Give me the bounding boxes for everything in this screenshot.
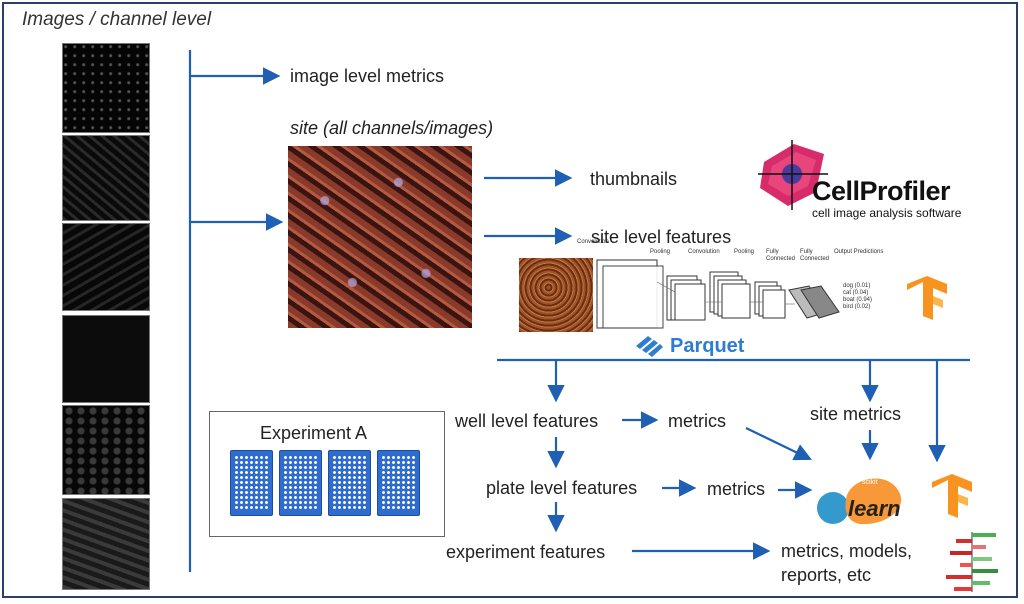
channel-image-3 — [62, 223, 150, 311]
outputs-line-1: metrics, models, — [781, 541, 913, 561]
channel-image-2 — [62, 135, 150, 221]
site-metrics-label: site metrics — [810, 404, 902, 424]
image-level-metrics-label: image level metrics — [290, 66, 445, 86]
plate-icon — [230, 450, 273, 516]
channel-image-5 — [62, 405, 150, 495]
channel-image-6 — [62, 498, 150, 590]
bar-chart-icon — [946, 532, 998, 592]
scikit-learn-logo-icon — [817, 478, 902, 525]
site-level-features-label: site level features — [591, 227, 732, 247]
parquet-logo-icon — [636, 336, 663, 357]
well-metrics-label: metrics — [668, 411, 726, 431]
plate-icon — [328, 450, 371, 516]
plate-icon — [279, 450, 322, 516]
cnn-prediction: cat (0.04) — [843, 290, 869, 296]
cnn-stage-label: Fully Connected — [766, 249, 796, 262]
cnn-stage-label: Fully Connected — [800, 249, 830, 262]
outputs-line-2: reports, etc — [781, 565, 872, 585]
cellprofiler-name: CellProfiler — [812, 176, 951, 206]
parquet-label: Parquet — [670, 335, 745, 357]
plate-level-features-label: plate level features — [486, 478, 638, 498]
cnn-input-image — [519, 258, 593, 332]
plate-metrics-label: metrics — [707, 479, 765, 499]
cnn-prediction: dog (0.01) — [843, 283, 871, 289]
thumbnails-label: thumbnails — [590, 169, 678, 189]
cnn-stage-label: Convolution — [577, 239, 609, 245]
tensorflow-logo-icon — [932, 474, 972, 518]
channel-image-1 — [62, 43, 150, 133]
cnn-stage-label: Pooling — [734, 249, 755, 255]
well-level-features-label: well level features — [455, 411, 599, 431]
slide-frame — [2, 2, 1018, 598]
sklearn-small-label: scikit — [862, 479, 878, 486]
diagram-title: Images / channel level — [22, 9, 212, 30]
cnn-diagram — [596, 259, 840, 329]
cnn-stage-label: Pooling — [650, 249, 671, 255]
cnn-stage-label: Convolution — [688, 249, 720, 255]
experiment-features-label: experiment features — [446, 542, 606, 562]
cellprofiler-tagline: cell image analysis software — [812, 206, 962, 220]
cellprofiler-logo-icon — [758, 140, 828, 210]
sklearn-learn-label: learn — [848, 496, 901, 521]
site-label: site (all channels/images) — [290, 118, 494, 138]
channel-image-4 — [62, 315, 150, 403]
site-composite-image — [288, 146, 472, 328]
plate-icon — [377, 450, 420, 516]
cnn-prediction: bird (0.02) — [843, 304, 871, 310]
cnn-stage-label: Output Predictions — [834, 249, 884, 255]
experiment-label: Experiment A — [260, 423, 368, 443]
cnn-prediction: boat (0.94) — [843, 297, 873, 303]
tensorflow-logo-icon — [907, 276, 947, 320]
